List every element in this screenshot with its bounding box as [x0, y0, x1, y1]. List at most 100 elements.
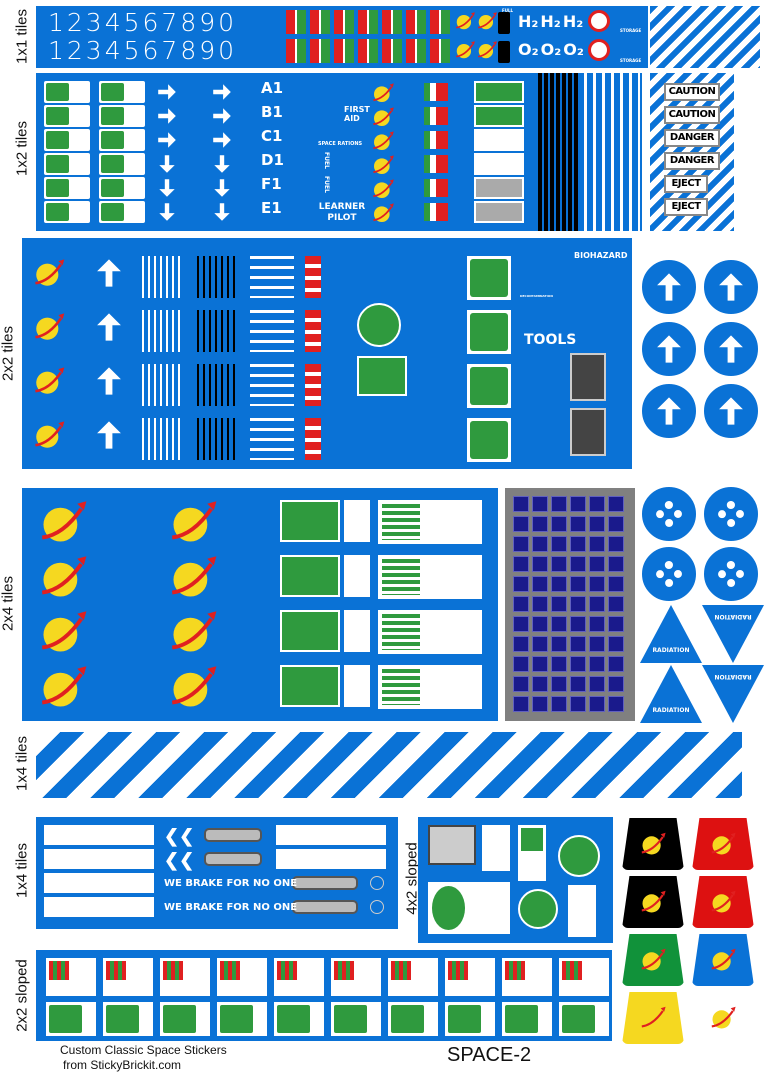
radar-screen-icon [467, 310, 511, 354]
wrench-tile-icon [310, 10, 330, 34]
control-panel-icon [44, 177, 90, 199]
tile-icons-1x2-right [366, 73, 536, 231]
solar-cell [513, 556, 529, 572]
solar-cell [570, 696, 586, 712]
solar-cell [513, 656, 529, 672]
indicator-column-icon [305, 364, 321, 406]
control-console-icon [378, 500, 482, 544]
control-console-icon [378, 610, 482, 654]
planet-logo-icon [32, 310, 66, 349]
radar-screen-icon [467, 364, 511, 408]
tile-icons-1x4: ❮❮ ❮❮ [36, 817, 398, 929]
solar-cell [513, 536, 529, 552]
radiation-triangle: RADIATION [640, 605, 702, 663]
arrow-icon [156, 81, 178, 108]
radar-screen-icon [467, 418, 511, 462]
green-screen-icon [331, 1002, 381, 1036]
solar-cell [513, 496, 529, 512]
label-2x2-sloped: 2x2 sloped [13, 959, 31, 1032]
planet-logo-icon [167, 496, 219, 553]
indicator-tile-icon [430, 39, 450, 63]
planet-logo-icon [37, 606, 89, 663]
control-panel-icon [99, 177, 145, 199]
solar-cell [589, 536, 605, 552]
control-panel-icon [44, 153, 90, 175]
colored-slope-sticker [692, 934, 754, 986]
indicator-lights-icon [424, 83, 448, 101]
arrow-icon [156, 177, 178, 204]
solar-cell [551, 616, 567, 632]
storage-label: STORAGE [620, 28, 642, 33]
green-screen-icon [160, 1002, 210, 1036]
control-console-icon [378, 665, 482, 709]
radar-icon [558, 835, 600, 877]
indicator-tile-icon [358, 10, 378, 34]
control-panel-icon [274, 958, 324, 996]
solar-cell [608, 496, 624, 512]
biohazard-label: BIOHAZARD [574, 251, 628, 260]
planet-logo-icon [32, 418, 66, 457]
code-label: E1 [261, 199, 282, 217]
solar-cell [513, 676, 529, 692]
arrow-icon [211, 129, 233, 156]
up-arrow-circle-icon [640, 320, 698, 378]
label-1x2-tiles: 1x2 tiles [13, 120, 31, 177]
planet-logo-icon [476, 10, 498, 37]
space-rations-label: SPACE RATIONS [318, 141, 363, 147]
solar-cell [513, 696, 529, 712]
label-1x4-tiles: 1x4 tiles [13, 842, 31, 899]
tile-icons-2x4 [22, 488, 498, 721]
solar-cell [570, 536, 586, 552]
display-screen-icon [474, 177, 524, 199]
no-entry-icon [588, 10, 610, 32]
solar-cell [532, 556, 548, 572]
arrow-icon [211, 153, 233, 180]
chevron-left-icon: ❮❮ [164, 826, 195, 846]
control-panel-icon [44, 105, 90, 127]
solar-cell [551, 596, 567, 612]
solar-cell [589, 676, 605, 692]
colored-slope-sticker [622, 876, 684, 928]
warning-label-eject: EJECT [664, 175, 708, 193]
solar-cell [589, 696, 605, 712]
planet-logo-icon [371, 105, 395, 134]
radiation-label: RADIATION [652, 707, 690, 714]
green-screen-icon [502, 1002, 552, 1036]
indicator-tile-icon [430, 10, 450, 34]
green-screen-icon [103, 1002, 153, 1036]
planet-logo-icon [371, 201, 395, 230]
color-wheel-tile-icon [344, 500, 370, 542]
tile-icons-2x2 [22, 238, 632, 469]
solar-cell [513, 516, 529, 532]
panel-2x2-tiles: BIOHAZARD DECONTAMINATION TOOLS [22, 238, 632, 469]
solar-cell [532, 676, 548, 692]
indicator-tile-icon [382, 10, 402, 34]
control-panel-icon [44, 129, 90, 151]
numbers-row: 1234567890 [48, 8, 238, 37]
tile-icons-1x1 [286, 10, 566, 66]
h2-label: H₂ [562, 12, 584, 31]
radiation-label: RADIATION [714, 613, 752, 620]
colored-slope-sticker [622, 818, 684, 870]
solar-cell [532, 656, 548, 672]
warning-label-caution: CAUTION [664, 83, 720, 101]
solar-cell [608, 696, 624, 712]
indicator-tile-icon [406, 39, 426, 63]
hazard-stripe-1x4 [36, 732, 742, 798]
radiation-triangle: RADIATION [702, 665, 764, 723]
color-buttons-icon [482, 825, 510, 871]
control-panel-icon [99, 81, 145, 103]
white-stripes-icon [142, 310, 180, 352]
solar-cell [570, 556, 586, 572]
slogan-label: WE BRAKE FOR NO ONE [164, 878, 298, 889]
control-panel-icon [46, 958, 96, 996]
chevron-left-icon: ❮❮ [164, 850, 195, 870]
radar-console-icon [428, 882, 510, 934]
control-panel-icon [44, 81, 90, 103]
code-label: D1 [261, 151, 284, 169]
panel-1x4-tiles: ❮❮❮❮ WE BRAKE FOR NO ONE WE BRAKE FOR NO… [36, 817, 398, 929]
color-wheel-tile-icon [344, 555, 370, 597]
solar-cell [551, 576, 567, 592]
control-panel-icon [160, 958, 210, 996]
